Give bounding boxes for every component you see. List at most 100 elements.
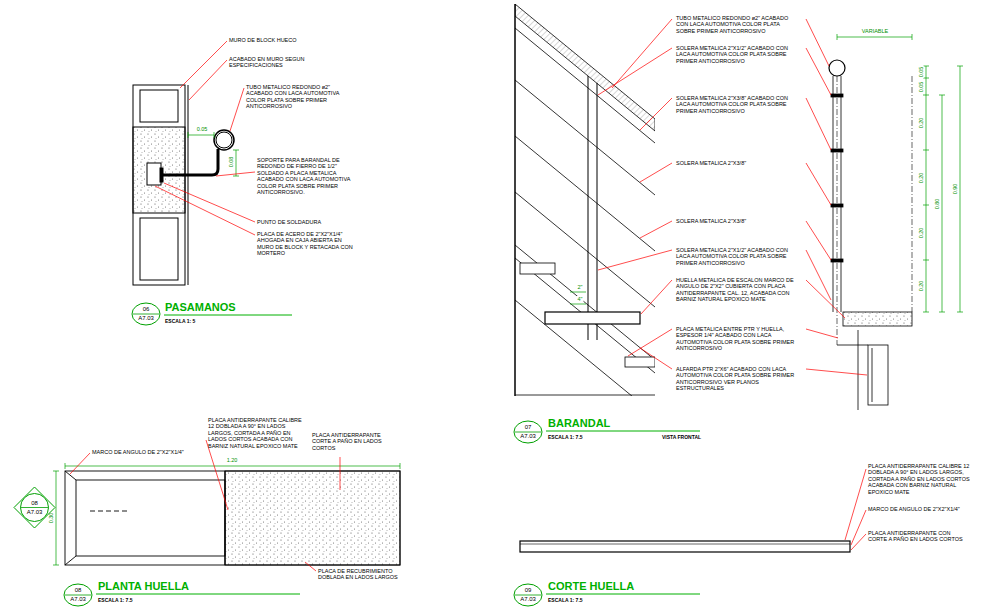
dimension-line: [233, 176, 239, 177]
tread-plan: [76, 480, 225, 556]
wall-section: [160, 168, 163, 182]
wall-section: [188, 85, 189, 285]
railing-elevation: [833, 76, 834, 312]
callout-note: SOLERA METALICA 2"X3/8": [676, 218, 746, 224]
leader-line: [640, 98, 672, 130]
dimension-line: [957, 312, 963, 313]
tread-section: [520, 541, 850, 552]
dimension-line: [923, 260, 929, 261]
dimension-line: [570, 292, 586, 304]
tread-plan: [225, 471, 400, 565]
dimension-text: 0.05: [918, 80, 924, 93]
callout-note: SOLERA METALICA 2"X3/8": [676, 160, 746, 166]
stair-side-view: [515, 192, 655, 307]
leader-line: [851, 510, 866, 545]
dimension-line: [188, 132, 189, 138]
sheet-number: A7.03: [520, 433, 536, 440]
dimension-line: [926, 66, 927, 312]
stair-side-view: [588, 76, 589, 340]
dimension-line: [188, 135, 214, 136]
detail-callout-bubble: 08A7.03: [63, 583, 93, 607]
scale-note: ESCALA 1: 7.5: [548, 434, 583, 440]
dimension-line: [923, 95, 929, 96]
leader-line: [598, 250, 672, 270]
leader-line: [845, 469, 866, 540]
stair-side-view: [597, 83, 598, 340]
dimension-line: [233, 150, 239, 151]
stair-side-view: [515, 80, 655, 195]
stair-side-view: [545, 312, 640, 324]
dimension-text: 0.20: [918, 171, 924, 184]
sheet-number: A7.03: [27, 509, 43, 516]
callout-note: SOLERA METALICA 2"X1/2" ACABADO CON LACA…: [676, 247, 798, 266]
dimension-line: [923, 150, 929, 151]
detail-callout-bubble: 06A7.03: [131, 302, 161, 326]
railing-elevation: [829, 60, 912, 410]
title-underline: [546, 594, 700, 595]
bubble-outline: [514, 421, 542, 443]
title-underline: [164, 315, 292, 316]
leader-line: [206, 440, 228, 510]
dimension-line: [53, 471, 59, 472]
dimension-text: 0.05: [196, 126, 209, 132]
tread-plan: [224, 471, 225, 565]
railing-elevation: [858, 330, 859, 410]
callout-note: TUBO METALICO REDONDO ø2" ACABADO CON LA…: [246, 84, 346, 110]
leader-line: [806, 369, 867, 375]
leader-line: [845, 469, 866, 550]
dimension-line: [939, 95, 945, 96]
bubble-divider: [65, 595, 91, 596]
detail-callout-bubble: 09A7.03: [513, 583, 543, 607]
dimension-line: [570, 292, 586, 293]
leader-line: [155, 41, 255, 235]
dimension-text: 1.20: [226, 457, 239, 463]
callout-note: ALFARDA PTR 2"X6" ACABADO CON LACA AUTOM…: [676, 366, 801, 392]
dimension-line: [188, 132, 239, 176]
railing-elevation: [831, 149, 843, 152]
railing-elevation: [912, 76, 913, 312]
wall-section: [133, 85, 234, 285]
dimension-line: [65, 463, 66, 469]
leader-line: [628, 329, 672, 356]
leader-line: [806, 98, 831, 150]
railing-elevation: [837, 76, 838, 345]
dimension-text: 4": [576, 296, 583, 302]
tread-plan: [65, 471, 76, 480]
stair-side-view: [515, 258, 655, 373]
callout-note: MARCO DE ANGULO DE 2"X2"X1/4": [92, 449, 184, 455]
leader-line: [640, 348, 672, 369]
tread-plan: [65, 471, 400, 565]
callout-note: MARCO DE ANGULO DE 2"X2"X1/4": [868, 506, 960, 512]
bubble-divider: [133, 314, 159, 315]
sheet-number: A7.03: [520, 596, 536, 603]
leader-line: [180, 41, 227, 88]
bubble-shape: [131, 302, 161, 326]
callout-note: PLACA ANTIDERRAPANTE CORTE A PAÑO EN LAD…: [312, 432, 388, 451]
leader-line: [806, 221, 831, 260]
stair-side-view: [515, 245, 655, 360]
scale-note: ESCALA 1: 5: [165, 318, 195, 324]
leader-line: [851, 534, 866, 550]
dimension-text: 0.20: [918, 280, 924, 293]
view-title: PASAMANOS: [165, 301, 236, 314]
railing-elevation: [841, 76, 842, 312]
dimension-line: [570, 304, 586, 305]
leader-line: [189, 60, 227, 100]
dimension-line: [923, 312, 929, 313]
leader-line: [806, 48, 831, 95]
callout-note: SOPORTE PARA BARANDAL DE REDONDO DE FIER…: [257, 157, 357, 195]
leader-line: [164, 183, 255, 222]
wall-edge: [514, 4, 516, 396]
marker-circle: [21, 494, 49, 522]
title-underline: [96, 594, 300, 595]
leader-line: [640, 221, 672, 238]
title-underline: [546, 431, 700, 432]
dimension-line: [912, 34, 913, 40]
leader-line: [216, 172, 255, 176]
leader-line: [230, 88, 244, 131]
section-marker: 08A7.03: [14, 487, 55, 528]
leader-line: [641, 280, 672, 314]
leader-line: [806, 329, 838, 338]
dimension-text: 0.08: [228, 156, 234, 169]
bubble-shape: [63, 583, 93, 607]
